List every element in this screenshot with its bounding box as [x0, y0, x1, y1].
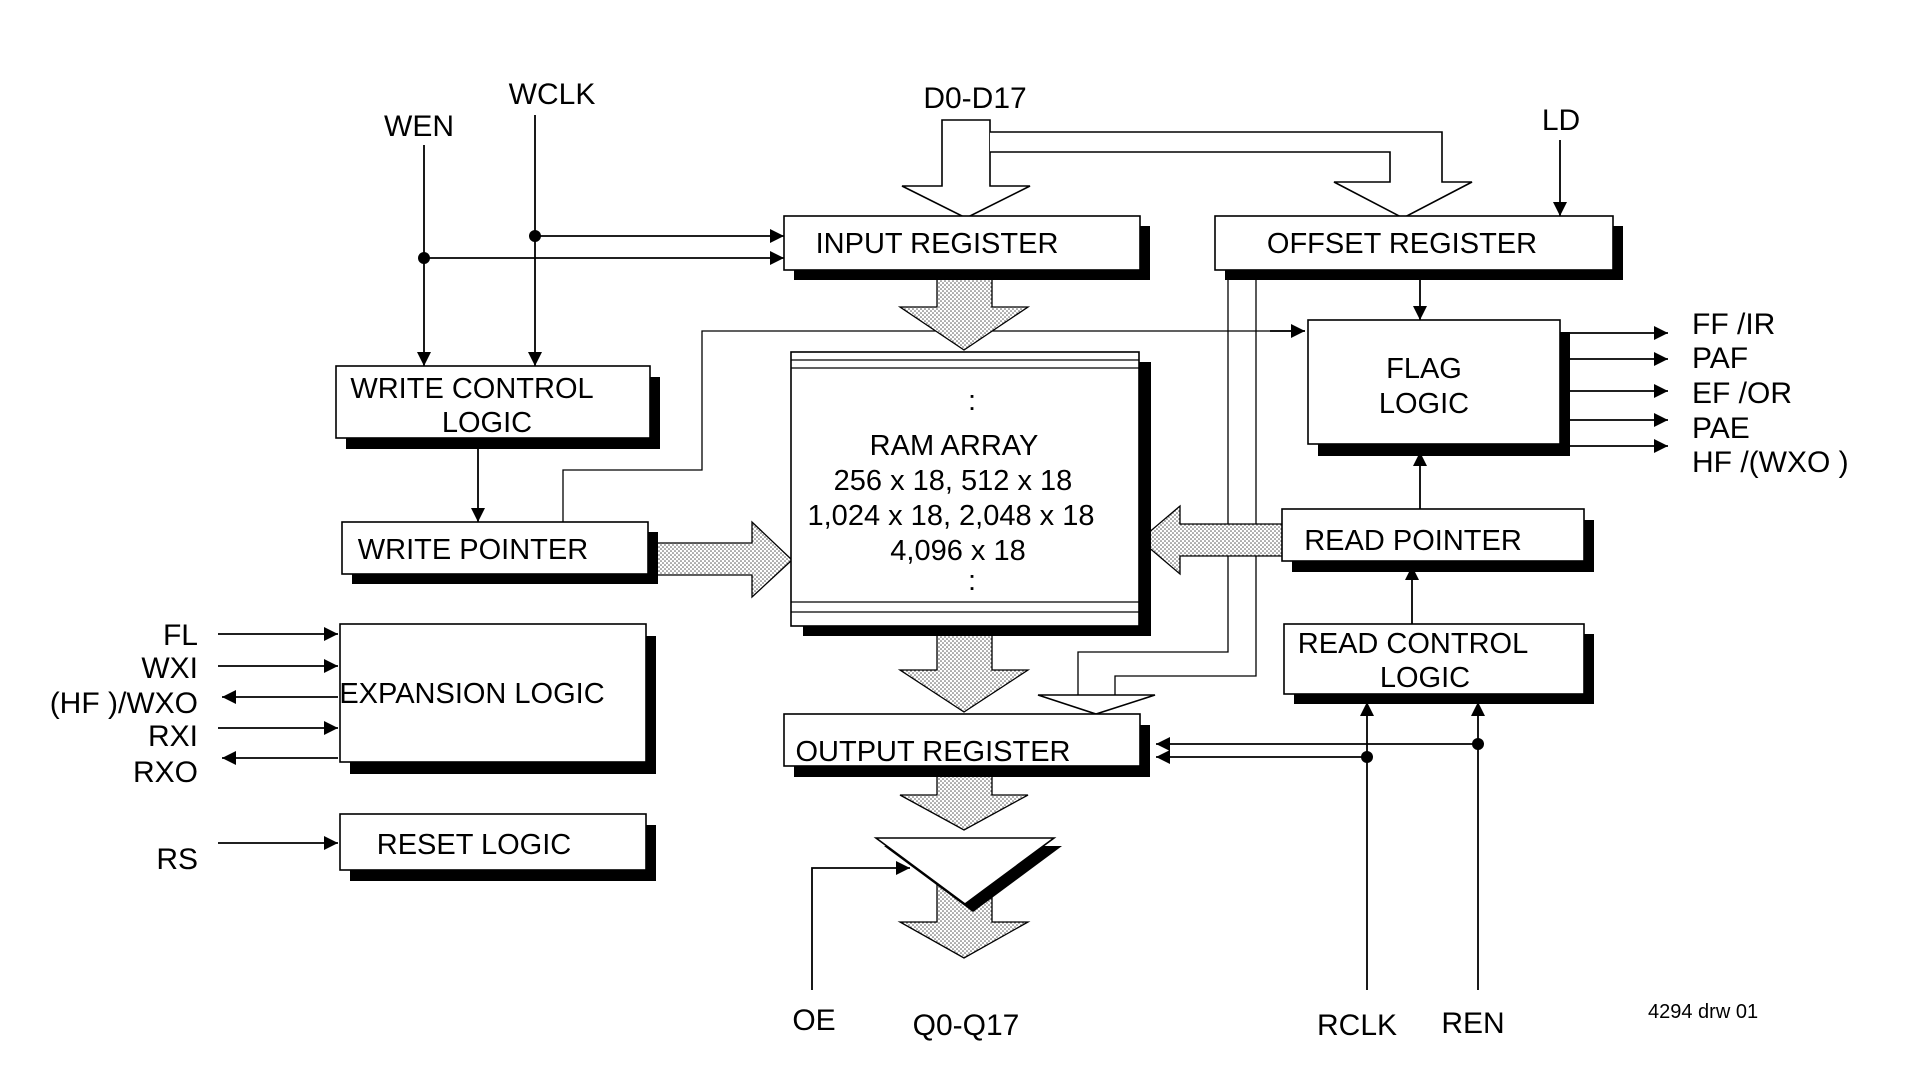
ld-label: LD [1542, 104, 1580, 137]
ram-array-size-2: 1,024 x 18, 2,048 x 18 [808, 500, 1095, 532]
rs-label: RS [156, 843, 198, 876]
rclk-junction [1361, 751, 1373, 763]
read-pointer-label: READ POINTER [1304, 525, 1522, 557]
ram-array-size-1: 256 x 18, 512 x 18 [834, 465, 1073, 497]
offset-register-label: OFFSET REGISTER [1267, 228, 1537, 260]
input-register: INPUT REGISTER [783, 215, 1150, 280]
ram-to-output-bus [897, 631, 1031, 713]
rclk-label: RCLK [1317, 1009, 1397, 1042]
flag-label-ef-or: EF /OR [1692, 377, 1792, 410]
wp-to-flag-line [562, 330, 1305, 522]
output-register: OUTPUT REGISTER [783, 713, 1150, 777]
wclk-junction [529, 230, 541, 242]
flag-label-ff-ir: FF /IR [1692, 308, 1775, 341]
write-control-label-2: LOGIC [442, 407, 532, 439]
read-control-label-1: READ CONTROL [1298, 628, 1528, 660]
expansion-logic-label: EXPANSION LOGIC [339, 678, 604, 710]
output-to-buffer-bus [899, 771, 1029, 831]
wxi-label: WXI [141, 652, 198, 685]
rxi-label: RXI [148, 720, 198, 753]
pin-labels: WEN WCLK D0-D17 LD FL WXI (HF )/WXO RXI … [50, 78, 1849, 1042]
flag-label-hf-wxo: HF /(WXO ) [1692, 446, 1849, 479]
flag-logic: FLAG LOGIC [1307, 319, 1570, 456]
data-in-to-offset-bus [990, 131, 1473, 219]
reset-logic: RESET LOGIC [339, 813, 656, 881]
flag-label-pae: PAE [1692, 412, 1750, 445]
rxo-label: RXO [133, 756, 198, 789]
read-pointer: READ POINTER [1281, 508, 1594, 572]
output-buffer [873, 837, 1062, 912]
write-pointer-label: WRITE POINTER [358, 534, 588, 566]
read-control-logic: READ CONTROL LOGIC [1283, 623, 1594, 704]
data-out-label: Q0-Q17 [913, 1009, 1020, 1042]
figure-id: 4294 drw 01 [1648, 1001, 1758, 1023]
wp-to-ram-bus [647, 520, 793, 599]
data-in-bus [901, 119, 1031, 219]
ram-dots-bottom: : [968, 565, 976, 597]
offset-to-output-line-b [1114, 276, 1257, 695]
write-control-label-1: WRITE CONTROL [350, 373, 593, 405]
ram-array-title: RAM ARRAY [870, 430, 1039, 462]
data-in-label: D0-D17 [923, 82, 1026, 115]
write-control-logic: WRITE CONTROL LOGIC [335, 365, 660, 449]
oe-label: OE [792, 1004, 835, 1037]
reset-logic-label: RESET LOGIC [377, 829, 571, 861]
ren-junction [1472, 738, 1484, 750]
ram-dots-top: : [968, 385, 976, 417]
fl-label: FL [163, 619, 198, 652]
hf-wxo-label: (HF )/WXO [50, 687, 198, 720]
wen-label: WEN [384, 110, 454, 143]
offset-to-output-arrowhead [1037, 694, 1156, 715]
offset-to-output-line-a [1077, 276, 1229, 695]
flag-logic-label-1: FLAG [1386, 353, 1462, 385]
wen-junction [418, 252, 430, 264]
flag-label-paf: PAF [1692, 342, 1748, 375]
expansion-logic: EXPANSION LOGIC [339, 623, 656, 774]
wires [218, 115, 1668, 990]
ram-array: : RAM ARRAY 256 x 18, 512 x 18 1,024 x 1… [790, 351, 1151, 636]
rp-to-ram-bus [1138, 504, 1284, 576]
ren-label: REN [1441, 1007, 1504, 1040]
flag-logic-label-2: LOGIC [1379, 388, 1469, 420]
input-to-ram-bus [897, 274, 1031, 351]
write-pointer: WRITE POINTER [341, 521, 658, 584]
buses [647, 119, 1473, 959]
read-control-label-2: LOGIC [1380, 662, 1470, 694]
oe-line [811, 861, 910, 990]
input-register-label: INPUT REGISTER [816, 228, 1059, 260]
output-register-label: OUTPUT REGISTER [796, 736, 1071, 768]
wclk-label: WCLK [509, 78, 596, 111]
offset-register: OFFSET REGISTER [1214, 215, 1623, 280]
ram-array-size-3: 4,096 x 18 [890, 535, 1025, 567]
